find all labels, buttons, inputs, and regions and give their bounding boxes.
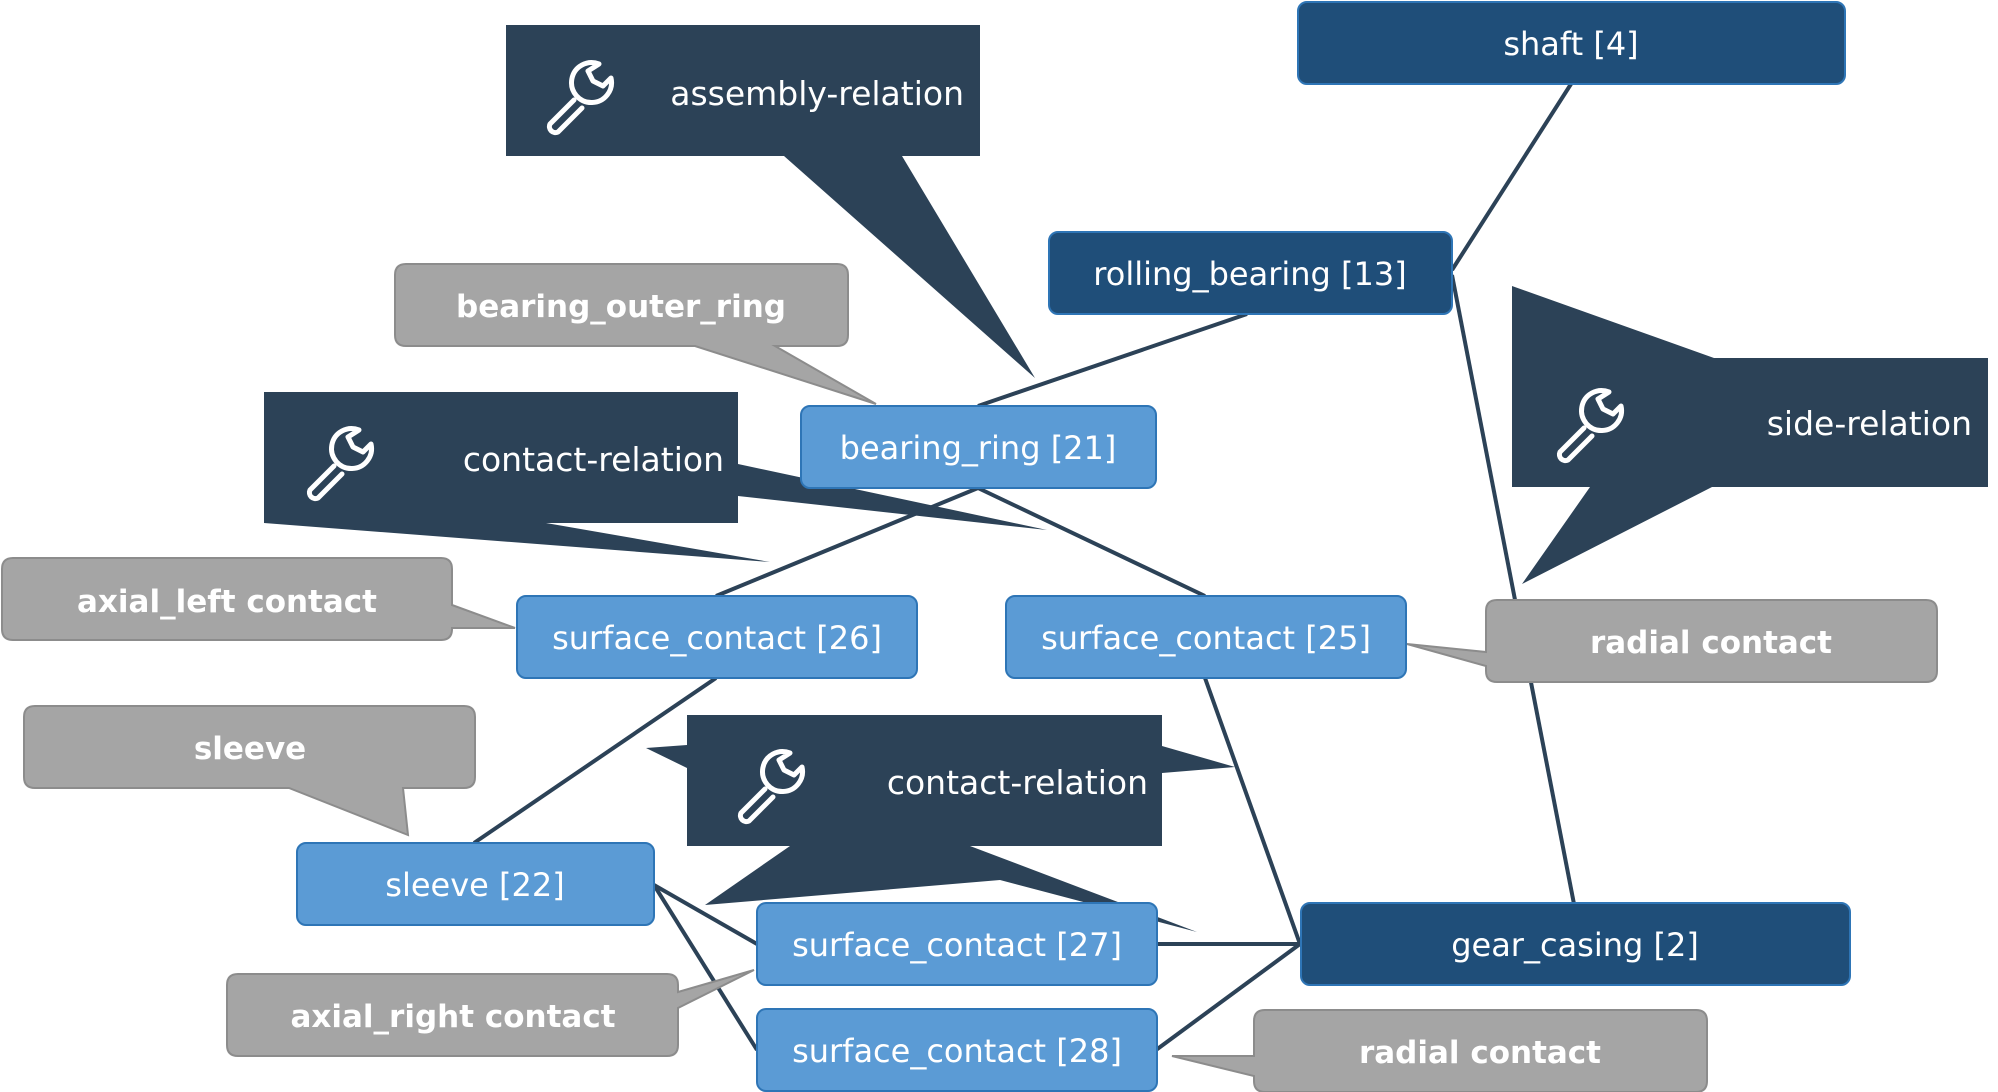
annotation-radial-contact-bottom: radial contact xyxy=(1171,1009,1708,1092)
edge-sleeve-surface-contact-28 xyxy=(652,883,759,1052)
edge-shaft-rolling-bearing xyxy=(1450,82,1573,272)
node-gear-casing[interactable]: gear_casing [2] xyxy=(1300,902,1851,986)
annotation-sleeve: sleeve xyxy=(23,705,476,837)
node-surface-contact-25-label: surface_contact [25] xyxy=(1041,619,1371,657)
edge-rolling-bearing-gear-casing xyxy=(1450,274,1576,905)
annotation-axial-left-contact: axial_left contact xyxy=(1,557,516,641)
relation-callout-contact-upper-label: contact-relation xyxy=(463,440,724,479)
node-surface-contact-27[interactable]: surface_contact [27] xyxy=(756,902,1158,986)
relation-callout-contact-lower: contact-relation xyxy=(646,715,1235,932)
relation-callout-side: side-relation xyxy=(1512,286,1988,584)
node-bearing-ring[interactable]: bearing_ring [21] xyxy=(800,405,1157,489)
annotation-axial-right-contact: axial_right contact xyxy=(226,969,755,1057)
relation-callout-contact-upper: contact-relation xyxy=(264,392,1047,562)
annotation-radial-contact-top: radial contact xyxy=(1406,599,1938,683)
node-surface-contact-26[interactable]: surface_contact [26] xyxy=(516,595,918,679)
relation-callout-assembly-label: assembly-relation xyxy=(670,74,964,113)
node-surface-contact-28[interactable]: surface_contact [28] xyxy=(756,1008,1158,1092)
edge-sleeve-surface-contact-27 xyxy=(653,883,758,946)
node-surface-contact-25[interactable]: surface_contact [25] xyxy=(1005,595,1407,679)
node-surface-contact-28-label: surface_contact [28] xyxy=(792,1032,1122,1070)
node-shaft[interactable]: shaft [4] xyxy=(1297,1,1846,85)
annotation-axial-right-contact-label: axial_right contact xyxy=(290,999,615,1035)
annotation-bearing-outer-ring-label: bearing_outer_ring xyxy=(456,289,786,325)
node-sleeve[interactable]: sleeve [22] xyxy=(296,842,655,926)
annotation-radial-contact-bottom-label: radial contact xyxy=(1359,1035,1601,1071)
annotation-radial-contact-top-label: radial contact xyxy=(1590,625,1832,661)
edge-surface-contact-25-gear-casing xyxy=(1203,677,1302,945)
node-shaft-label: shaft [4] xyxy=(1503,25,1638,63)
node-rolling-bearing-label: rolling_bearing [13] xyxy=(1093,255,1406,293)
edge-surface-contact-28-gear-casing xyxy=(1154,942,1302,1052)
edge-bearing-ring-surface-contact-25 xyxy=(977,486,1206,598)
relation-callout-contact-lower-label: contact-relation xyxy=(887,763,1148,802)
relation-callout-assembly: assembly-relation xyxy=(506,25,1035,378)
annotation-bearing-outer-ring: bearing_outer_ring xyxy=(394,263,877,405)
node-rolling-bearing[interactable]: rolling_bearing [13] xyxy=(1048,231,1453,315)
node-sleeve-label: sleeve [22] xyxy=(385,866,564,904)
node-surface-contact-26-label: surface_contact [26] xyxy=(552,619,882,657)
node-bearing-ring-label: bearing_ring [21] xyxy=(840,429,1117,467)
node-gear-casing-label: gear_casing [2] xyxy=(1451,926,1699,964)
relation-callout-side-label: side-relation xyxy=(1767,404,1972,443)
edge-surface-contact-26-sleeve xyxy=(472,676,718,845)
annotation-axial-left-contact-label: axial_left contact xyxy=(77,584,377,620)
annotation-sleeve-label: sleeve xyxy=(194,731,306,767)
edge-rolling-bearing-bearing-ring xyxy=(977,312,1248,408)
node-surface-contact-27-label: surface_contact [27] xyxy=(792,926,1122,964)
